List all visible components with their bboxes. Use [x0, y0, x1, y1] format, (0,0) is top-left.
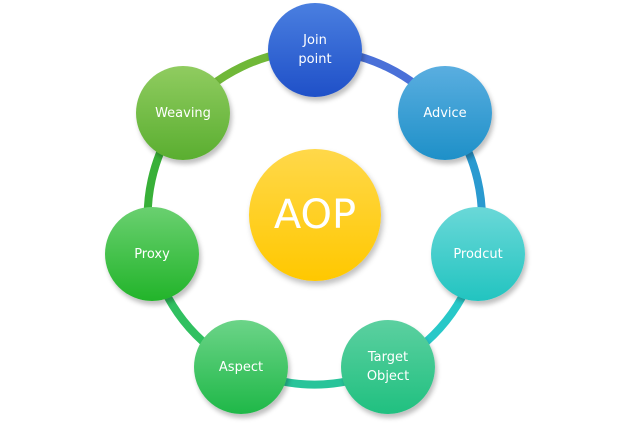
concept-node-label: Join point: [298, 33, 332, 67]
center-node-aop: AOP: [249, 149, 381, 281]
concept-node-label: Target Object: [366, 350, 410, 384]
concept-node: Target Object: [341, 320, 435, 414]
concept-node: Advice: [398, 66, 492, 160]
concept-node-label: Prodcut: [453, 246, 503, 262]
concept-node: Weaving: [136, 66, 230, 160]
concept-node: Proxy: [105, 207, 199, 301]
concept-node: Aspect: [194, 320, 288, 414]
concept-node-label: Aspect: [218, 359, 264, 375]
concept-node: Join point: [268, 3, 362, 97]
concept-node-label: Weaving: [155, 105, 211, 121]
center-label: AOP: [273, 192, 357, 238]
concept-node: Prodcut: [431, 207, 525, 301]
concept-node-label: Proxy: [134, 246, 170, 262]
concept-node-label: Advice: [423, 105, 467, 121]
